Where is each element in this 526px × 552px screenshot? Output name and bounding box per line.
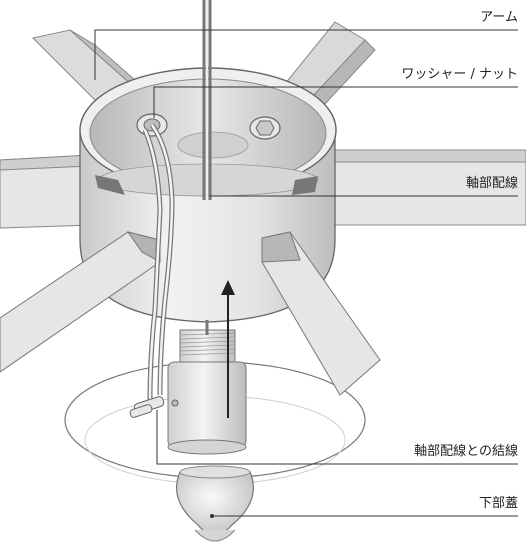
- up-arrow-icon: [221, 280, 235, 418]
- socket-assembly: [167, 329, 247, 455]
- wire-connector: [129, 396, 179, 418]
- leader-arm: [94, 29, 518, 80]
- washer-nut-right: [249, 116, 281, 140]
- callout-lines: [94, 29, 518, 517]
- leader-shaft-wiring-connection: [156, 410, 518, 465]
- label-shaft-wiring-connection: 軸部配線との結線: [414, 444, 518, 459]
- leader-washer-nut: [153, 86, 518, 118]
- arm-front-group: [0, 231, 381, 396]
- label-lower-cover: 下部蓋: [478, 496, 518, 511]
- label-arm: アーム: [480, 10, 518, 25]
- lower-cover-cap: [176, 471, 254, 536]
- label-shaft-wiring: 軸部配線: [465, 176, 518, 191]
- label-washer-nut: ワッシャー / ナット: [401, 67, 518, 82]
